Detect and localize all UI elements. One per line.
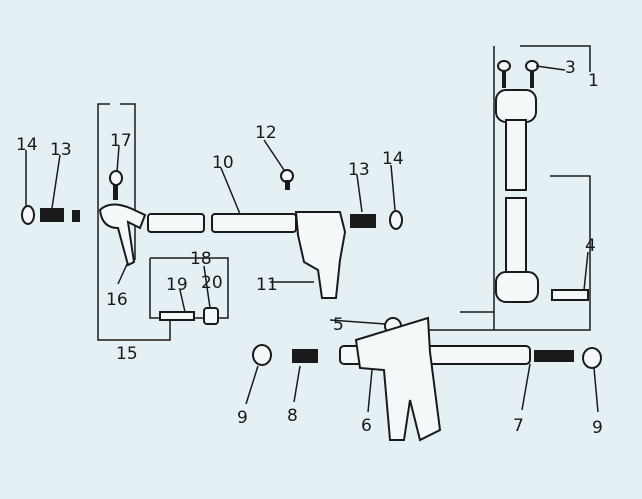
- label-9-right: 9: [592, 418, 603, 438]
- label-20: 20: [201, 273, 223, 293]
- label-13-left: 13: [50, 140, 72, 160]
- group-bracket-18: [149, 257, 229, 319]
- leader-lines: [25, 65, 599, 413]
- screw-17-shank: [113, 184, 118, 200]
- label-5: 5: [333, 315, 344, 335]
- fork-6: [354, 316, 442, 442]
- group-bracket-15: [97, 103, 171, 341]
- nut-9-left: [252, 344, 272, 366]
- label-14-right: 14: [382, 149, 404, 169]
- screw-4: [551, 289, 589, 301]
- spring-13-left: [40, 208, 64, 222]
- fork-11: [294, 211, 347, 299]
- label-8: 8: [287, 406, 298, 426]
- label-9-left: 9: [237, 408, 248, 428]
- label-3: 3: [565, 58, 576, 78]
- label-10: 10: [212, 153, 234, 173]
- screw-17: [109, 170, 123, 186]
- rod-foot-1: [495, 271, 539, 303]
- spring-7: [534, 350, 574, 362]
- label-11: 11: [256, 275, 278, 295]
- group-bracket-1: [493, 45, 591, 331]
- shaft-10-left: [147, 213, 205, 233]
- label-18: 18: [190, 249, 212, 269]
- label-4: 4: [585, 236, 596, 256]
- washer-14-left: [21, 205, 35, 225]
- label-19: 19: [166, 275, 188, 295]
- label-12: 12: [255, 123, 277, 143]
- label-7: 7: [513, 416, 524, 436]
- label-15: 15: [116, 344, 138, 364]
- bushing-20: [203, 307, 219, 325]
- label-14-left: 14: [16, 135, 38, 155]
- shaft-10-right: [211, 213, 297, 233]
- nut-9-right: [582, 347, 602, 369]
- rod-upper-1: [505, 119, 527, 191]
- label-16: 16: [106, 290, 128, 310]
- screw-3a-shank: [502, 70, 506, 88]
- label-6: 6: [361, 416, 372, 436]
- label-1: 1: [588, 71, 599, 91]
- label-17: 17: [110, 131, 132, 151]
- pin-19: [159, 311, 195, 321]
- lever-16: [98, 203, 147, 267]
- label-13-right: 13: [348, 160, 370, 180]
- washer-14-right: [389, 210, 403, 230]
- screw-3b-shank: [530, 70, 534, 88]
- screw-12-shank: [285, 180, 290, 190]
- rod-head-1: [495, 89, 537, 123]
- spring-13-right: [350, 214, 376, 228]
- spring-8: [292, 349, 318, 363]
- pin-left: [72, 210, 80, 222]
- rod-lower-1: [505, 197, 527, 279]
- screw-3a: [497, 60, 511, 72]
